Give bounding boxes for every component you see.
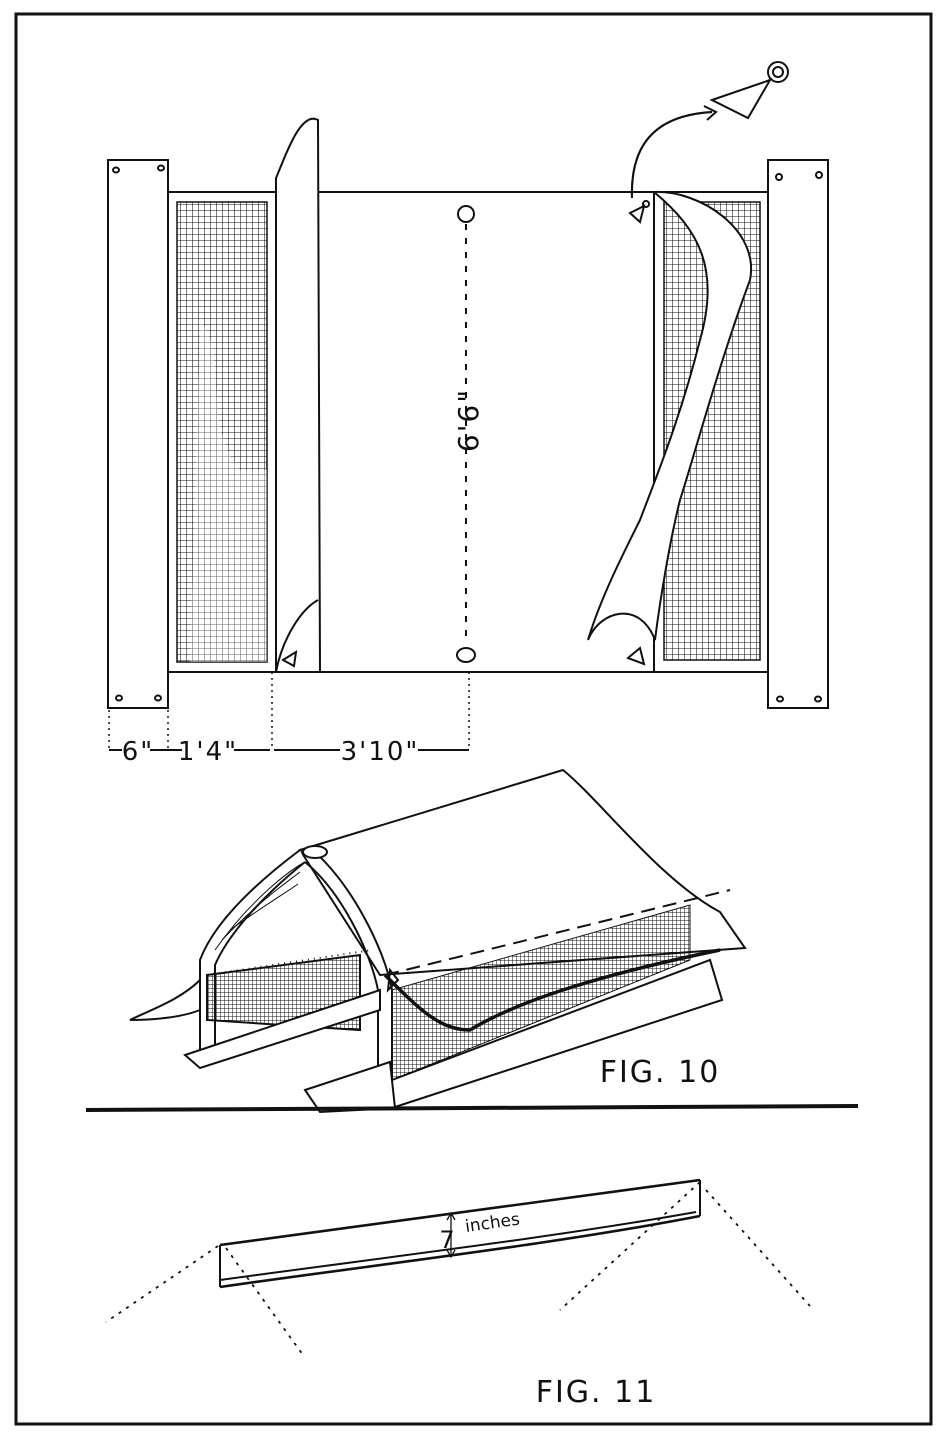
grommet-top bbox=[457, 205, 475, 223]
right-curled-flap bbox=[587, 190, 753, 641]
dimension-screen-width: 1'4" bbox=[178, 737, 238, 767]
figure-11-caption: FIG. 11 bbox=[536, 1375, 657, 1410]
figure-10-assembled-shelter bbox=[129, 768, 747, 1114]
figure-11-ridge-board bbox=[105, 1178, 811, 1356]
page-border bbox=[14, 12, 933, 1426]
curved-arrow bbox=[630, 110, 713, 199]
figure-10-caption: FIG. 10 bbox=[600, 1055, 721, 1090]
left-mesh-screen bbox=[176, 201, 268, 663]
left-flap bbox=[275, 117, 322, 673]
grommet-bottom bbox=[456, 647, 476, 663]
board-height-unit: inches bbox=[464, 1209, 521, 1236]
board-height-value: 7 bbox=[439, 1226, 456, 1254]
figure-10-plan bbox=[107, 61, 829, 751]
section-divider bbox=[85, 1104, 859, 1112]
tie-detail bbox=[709, 78, 773, 120]
dimension-height: 6'6" bbox=[452, 388, 485, 452]
dimension-half-cover-width: 3'10" bbox=[341, 737, 420, 767]
dimension-post-width: 6" bbox=[122, 737, 155, 767]
right-post bbox=[767, 159, 829, 709]
left-post bbox=[107, 159, 169, 709]
